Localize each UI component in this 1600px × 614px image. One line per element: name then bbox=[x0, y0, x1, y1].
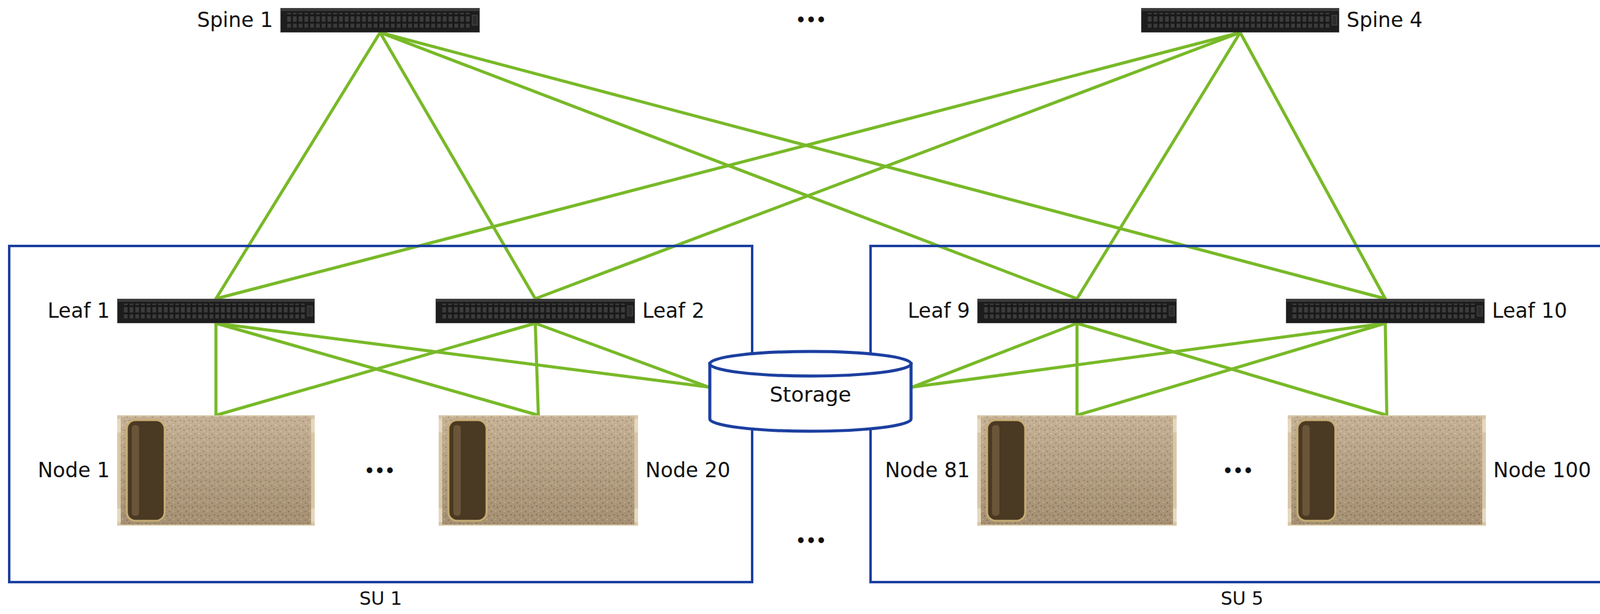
node-label: Node 1 bbox=[37, 458, 110, 483]
network-switch: Leaf 1 bbox=[117, 298, 315, 324]
switch-label: Leaf 2 bbox=[642, 299, 705, 323]
network-link bbox=[1240, 32, 1386, 299]
network-switch-picture bbox=[977, 298, 1177, 324]
ellipsis: ••• bbox=[1222, 461, 1254, 481]
node-label: Node 100 bbox=[1493, 458, 1592, 483]
network-link bbox=[215, 323, 709, 388]
switch-label: Leaf 9 bbox=[907, 299, 970, 323]
server-node-graphic bbox=[1287, 415, 1486, 526]
network-switch-picture bbox=[280, 7, 480, 33]
server-node: Node 100 bbox=[1287, 415, 1486, 526]
unit-label: SU 1 bbox=[10, 588, 751, 610]
network-link bbox=[1075, 323, 1079, 416]
network-link bbox=[215, 323, 539, 416]
server-node-graphic bbox=[438, 415, 639, 526]
network-link bbox=[214, 323, 218, 416]
network-switch-picture bbox=[1141, 7, 1340, 33]
network-link bbox=[215, 32, 381, 299]
network-switch-graphic bbox=[436, 299, 635, 324]
server-node-graphic bbox=[977, 415, 1177, 526]
switch-label: Leaf 1 bbox=[47, 299, 110, 323]
network-switch-graphic bbox=[117, 299, 315, 324]
ellipsis: ••• bbox=[795, 531, 827, 551]
network-link bbox=[535, 32, 1241, 299]
network-switch: Spine 4 bbox=[1141, 7, 1340, 33]
node-label: Node 20 bbox=[645, 458, 731, 483]
network-link bbox=[535, 323, 710, 388]
unit-label: SU 5 bbox=[871, 588, 1600, 610]
node-label: Node 81 bbox=[884, 458, 970, 483]
network-switch-picture bbox=[435, 298, 635, 324]
server-node-picture bbox=[438, 415, 639, 526]
network-link bbox=[380, 32, 1386, 299]
switch-label: Spine 1 bbox=[196, 8, 274, 32]
server-node-picture bbox=[1287, 415, 1486, 526]
network-switch-graphic bbox=[280, 8, 480, 33]
switch-label: Leaf 10 bbox=[1492, 299, 1567, 323]
switch-label: Spine 4 bbox=[1346, 8, 1423, 32]
server-node-picture bbox=[977, 415, 1177, 526]
network-switch-graphic bbox=[977, 299, 1177, 324]
server-node-graphic bbox=[117, 415, 315, 526]
network-switch: Leaf 2 bbox=[435, 298, 635, 324]
network-link bbox=[1077, 323, 1388, 416]
server-node: Node 1 bbox=[117, 415, 315, 526]
storage-cylinder: Storage bbox=[707, 349, 914, 434]
ellipsis: ••• bbox=[795, 11, 827, 30]
network-link bbox=[1077, 323, 1386, 416]
storage-label: Storage bbox=[769, 382, 851, 407]
network-switch: Spine 1 bbox=[280, 7, 480, 33]
network-switch-graphic bbox=[1285, 299, 1485, 324]
network-link bbox=[535, 323, 539, 416]
network-switch: Leaf 9 bbox=[977, 298, 1177, 324]
network-switch-graphic bbox=[1141, 8, 1339, 33]
network-link bbox=[215, 323, 536, 416]
server-node-picture bbox=[117, 415, 315, 526]
network-switch: Leaf 10 bbox=[1285, 298, 1485, 324]
ellipsis: ••• bbox=[364, 461, 396, 481]
network-link bbox=[215, 32, 1241, 299]
network-link bbox=[1077, 32, 1241, 299]
network-switch-picture bbox=[1285, 298, 1485, 324]
server-node: Node 81 bbox=[977, 415, 1177, 526]
network-link bbox=[912, 323, 1386, 388]
network-link bbox=[1385, 323, 1388, 416]
scalable-unit-box: SU 1Leaf 1Leaf 2Node 1Node 20 bbox=[7, 244, 754, 584]
storage-cylinder-graphic bbox=[709, 351, 912, 432]
server-node: Node 20 bbox=[438, 415, 639, 526]
scalable-unit-box: SU 5Leaf 9Leaf 10Node 81Node 100 bbox=[869, 244, 1600, 584]
network-switch-picture bbox=[117, 298, 315, 324]
network-link bbox=[380, 32, 536, 299]
